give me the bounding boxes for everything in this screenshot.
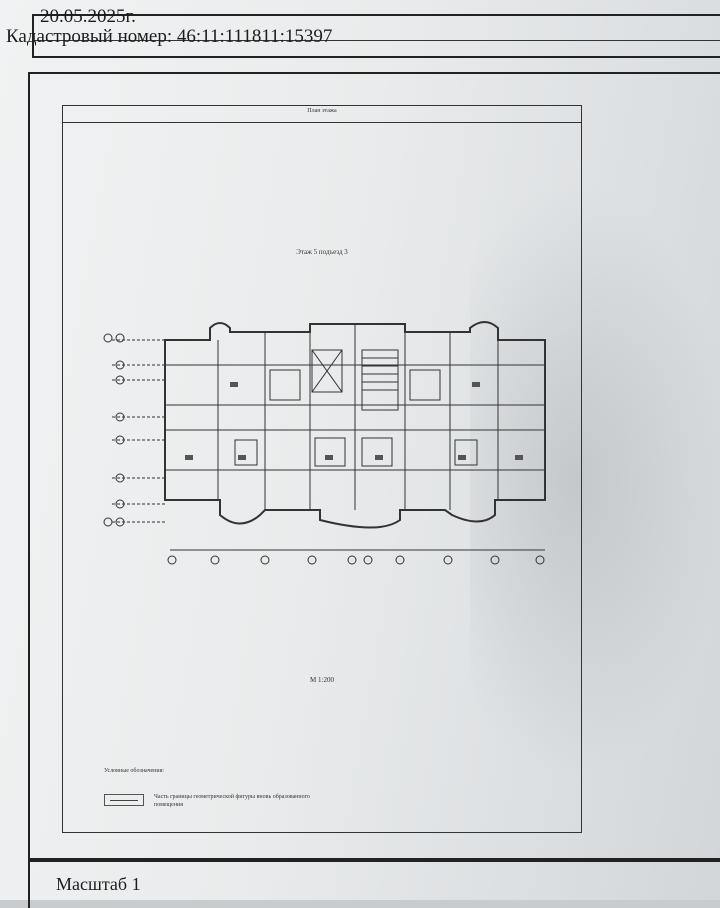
- legend-description: Часть границы геометрической фигуры внов…: [154, 794, 310, 808]
- document-frame: [28, 72, 720, 862]
- cadastral-box: [32, 14, 720, 58]
- floor-title: Этаж 5 подъезд 3: [296, 248, 348, 256]
- photo-shadow: [470, 180, 720, 780]
- floor-plan-drawing: [103, 321, 546, 565]
- sheet-title: План этажа: [307, 108, 337, 114]
- legend-swatch: [104, 794, 144, 806]
- drawing-scale: М 1:200: [310, 676, 334, 684]
- document-date: 20.05.2025г.: [40, 6, 136, 27]
- cadastral-number: Кадастровый номер: 46:11:111811:15397: [6, 26, 333, 47]
- legend-title: Условные обозначения:: [104, 768, 165, 774]
- sheet-header: План этажа: [62, 105, 582, 123]
- legend-line-symbol: [110, 800, 138, 801]
- floor-plan-sheet: [62, 105, 582, 833]
- footer-scale: Масштаб 1: [56, 874, 141, 894]
- cadastral-divider: [34, 40, 720, 41]
- scale-box: [28, 858, 720, 908]
